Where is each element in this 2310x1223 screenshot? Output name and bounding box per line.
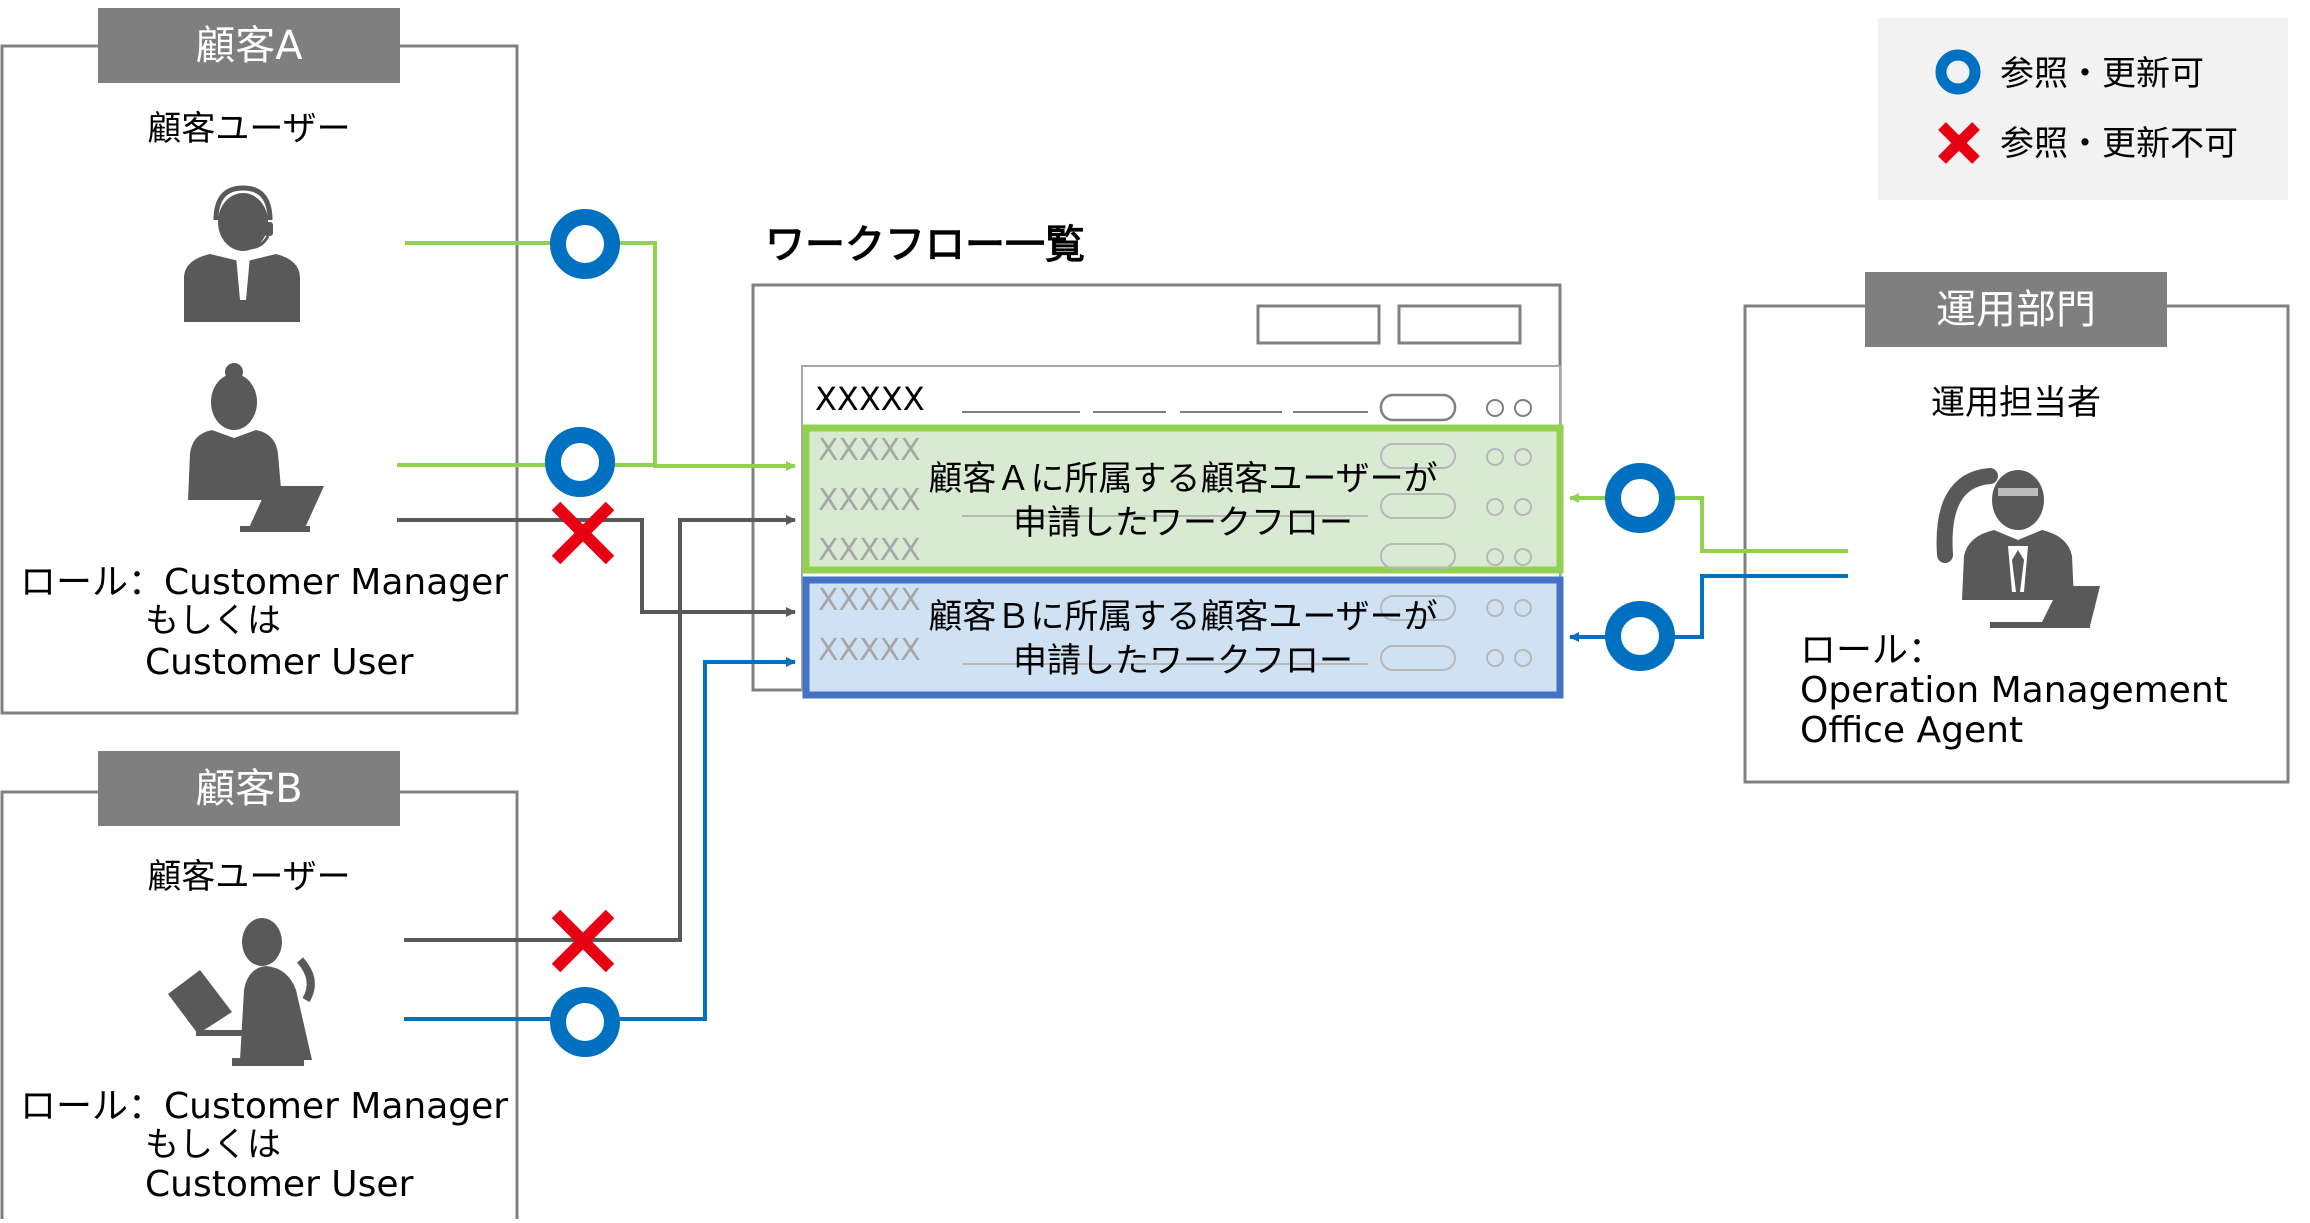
- ok-marker-icon: [1605, 463, 1675, 533]
- operations-role-line2: Operation Management: [1800, 670, 2228, 711]
- group-b-row-1-label: XXXXX: [818, 583, 921, 618]
- legend-ng-label: 参照・更新不可: [2000, 124, 2238, 164]
- workflow-header-row: XXXXX: [815, 380, 1532, 422]
- window-button-2[interactable]: [1397, 304, 1522, 345]
- group-a-row-3-label: XXXXX: [818, 533, 921, 568]
- group-a-caption-line2: 申請したワークフロー: [1013, 503, 1353, 543]
- workflow-group-b: XXXXX XXXXX 顧客Ｂに所属する顧客ユーザーが 申請したワークフロー: [802, 576, 1564, 699]
- customer-a-frame: [0, 44, 519, 715]
- customer-a-role-line2: もしくは: [145, 601, 281, 641]
- customer-b-panel: 顧客B 顧客ユーザー ロール：Customer Manager もしくは Cus…: [0, 751, 519, 1223]
- operations-tab-label: 運用部門: [1936, 287, 2096, 333]
- ok-marker-icon: [550, 987, 620, 1057]
- group-a-frame: [802, 424, 1564, 574]
- headset-user-icon: [184, 185, 300, 322]
- customer-b-tab: [98, 751, 400, 826]
- operations-role-line1: ロール：: [1800, 630, 1944, 671]
- workflow-title: ワークフロー一覧: [765, 222, 1085, 268]
- ng-marker-icon: [551, 909, 615, 973]
- customer-b-role-line2: もしくは: [145, 1125, 281, 1165]
- group-b-frame: [802, 576, 1564, 699]
- header-row-label: XXXXX: [815, 380, 925, 418]
- access-markers: [545, 209, 1675, 1057]
- seated-user-icon: [168, 918, 315, 1066]
- workflow-group-a: XXXXX XXXXX XXXXX 顧客Ａに所属する顧客ユーザーが 申請したワー…: [802, 424, 1564, 574]
- operator-icon: [1936, 468, 2100, 628]
- workflow-window: ワークフロー一覧 XXXXX XXXXX XXXXX XXXXX: [751, 222, 1564, 699]
- ok-marker-icon: [1605, 601, 1675, 671]
- customer-a-user-label: 顧客ユーザー: [147, 109, 350, 149]
- ok-marker-icon: [550, 209, 620, 279]
- legend-box: [1878, 18, 2288, 200]
- operations-role-line3: Office Agent: [1800, 710, 2023, 751]
- window-button-1[interactable]: [1256, 304, 1381, 345]
- ok-marker-icon: [545, 427, 615, 497]
- group-a-caption-line1: 顧客Ａに所属する顧客ユーザーが: [928, 459, 1437, 499]
- connector-b-gray: [404, 515, 796, 942]
- customer-b-tab-label: 顧客B: [195, 766, 302, 812]
- operations-tab: [1865, 272, 2167, 347]
- connector-a1-green: [405, 241, 796, 471]
- legend-ok-icon: [1935, 49, 1981, 95]
- customer-a-tab-label: 顧客A: [195, 23, 303, 69]
- laptop-user-icon: [188, 363, 324, 532]
- group-a-row-2-label: XXXXX: [818, 483, 921, 518]
- connector-a-gray: [397, 518, 796, 617]
- legend-ok-label: 参照・更新可: [2000, 54, 2204, 94]
- legend-ng-icon: [1938, 122, 1980, 164]
- customer-b-role-line3: Customer User: [145, 1164, 414, 1205]
- customer-a-panel: 顧客A 顧客ユーザー ロール：Customer Manager もしくは Cus…: [0, 8, 519, 715]
- group-b-caption-line2: 申請したワークフロー: [1013, 641, 1353, 681]
- customer-b-user-label: 顧客ユーザー: [147, 857, 350, 897]
- legend: 参照・更新可 参照・更新不可: [1878, 18, 2288, 200]
- group-b-row-2-label: XXXXX: [818, 633, 921, 668]
- customer-a-tab: [98, 8, 400, 83]
- ng-marker-icon: [551, 501, 615, 565]
- customer-b-role-line1: ロール：Customer Manager: [20, 1086, 508, 1127]
- customer-a-role-line3: Customer User: [145, 642, 414, 683]
- header-row-pill[interactable]: [1379, 393, 1457, 422]
- group-a-row-1-label: XXXXX: [818, 433, 921, 468]
- operations-user-label: 運用担当者: [1931, 383, 2101, 423]
- operations-panel: 運用部門 運用担当者 ロール： Operation Management Off…: [1743, 272, 2290, 784]
- customer-a-role-line1: ロール：Customer Manager: [20, 562, 508, 603]
- group-b-caption-line1: 顧客Ｂに所属する顧客ユーザーが: [928, 597, 1437, 637]
